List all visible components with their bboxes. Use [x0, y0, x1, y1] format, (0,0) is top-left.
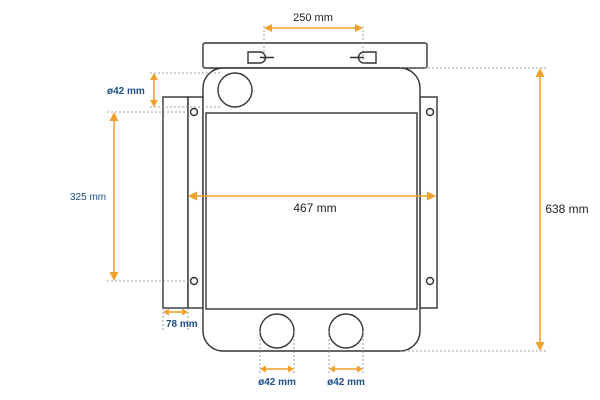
dim-arrow-top-hole-top [150, 73, 158, 80]
right-mounting-flange [419, 96, 438, 309]
dim-arrow-top-width-right [355, 24, 363, 32]
dim-arrow-top-hole-bottom [150, 100, 158, 107]
label-bottom-right-hole: ø42 mm [327, 377, 365, 388]
dim-arrow-inner-width-left [188, 191, 197, 201]
dim-arrow-bottom-right-hole-left [329, 365, 335, 373]
dim-arrow-bottom-left-hole-left [260, 365, 266, 373]
label-bottom-left-hole: ø42 mm [258, 377, 296, 388]
front-panel [205, 112, 418, 310]
dim-arrow-bottom-right-hole-right [357, 365, 363, 373]
dim-arrow-side-height-top [109, 112, 119, 121]
label-top-hole: ø42 mm [107, 86, 145, 97]
main-body [202, 67, 421, 352]
dim-arrow-side-height-bottom [109, 272, 119, 281]
dim-arrow-bottom-left-hole-right [288, 365, 294, 373]
top-bracket-hook-left [247, 51, 274, 64]
left-mount-hole-bottom [189, 276, 199, 286]
label-side-depth: 78 mm [166, 319, 198, 330]
left-mount-hole-top [189, 107, 199, 117]
label-inner-width: 467 mm [293, 201, 336, 215]
dim-arrow-side-depth-right [182, 308, 188, 316]
dim-arrow-inner-width-right [427, 191, 436, 201]
label-top-width: 250 mm [293, 12, 333, 24]
dim-arrow-total-height-bottom [535, 342, 545, 351]
dim-arrow-side-depth-left [163, 308, 169, 316]
label-total-height: 638 mm [545, 202, 588, 216]
left-side-plate [162, 96, 189, 309]
right-mount-hole-bottom [425, 276, 435, 286]
dim-arrow-total-height-top [535, 68, 545, 77]
top-bracket-hook-right [350, 51, 377, 64]
dim-arrow-top-width-left [264, 24, 272, 32]
label-side-height: 325 mm [70, 192, 106, 203]
left-mounting-flange [187, 96, 204, 309]
top-bracket [202, 42, 428, 69]
right-mount-hole-top [425, 107, 435, 117]
top-port-circle [217, 72, 253, 108]
